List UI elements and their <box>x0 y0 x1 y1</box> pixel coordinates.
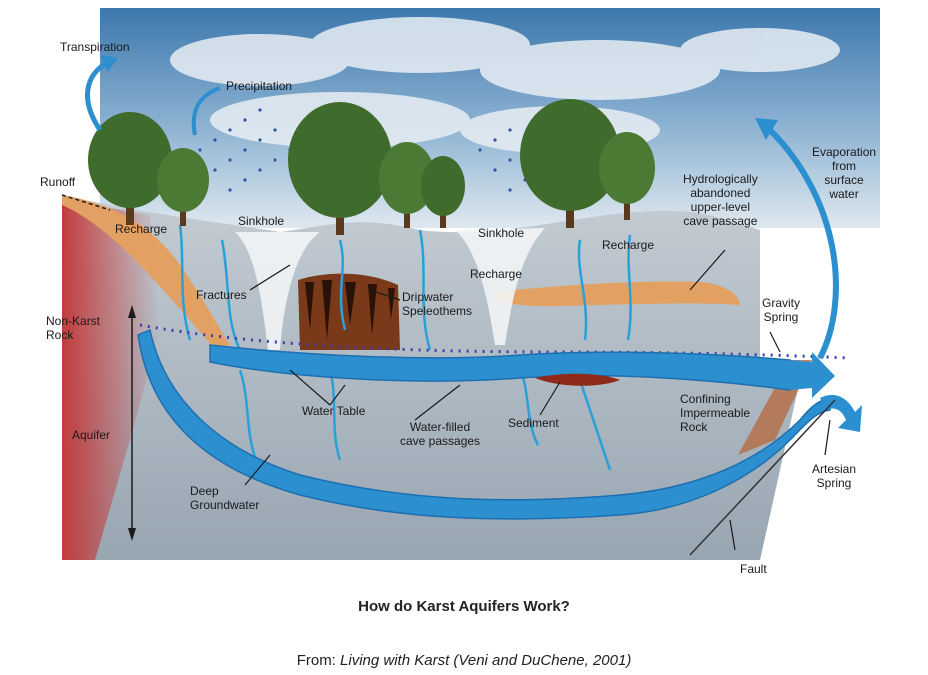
aquifer-arrow-head-bottom <box>128 528 136 541</box>
water-table-line <box>139 323 851 360</box>
trees <box>88 99 655 235</box>
label-sediment: Sediment <box>508 416 559 430</box>
label-transpiration: Transpiration <box>60 40 130 54</box>
non-karst-rock-zone <box>62 200 160 560</box>
tree-icon <box>599 132 655 220</box>
runoff-line <box>61 194 111 211</box>
gravity-spring-outlet <box>790 352 835 398</box>
label-gravity-spring: Gravity Spring <box>762 296 801 324</box>
diagram-illustration <box>61 8 880 560</box>
tree-icon <box>288 102 392 235</box>
label-non-karst-rock: Non-Karst Rock <box>46 314 101 342</box>
figure-caption-credit: From: Living with Karst (Veni and DuChen… <box>0 652 928 669</box>
label-sinkhole-1: Sinkhole <box>238 214 285 228</box>
label-aquifer: Aquifer <box>72 428 111 442</box>
label-artesian-spring: Artesian Spring <box>812 462 857 490</box>
tree-icon <box>88 112 172 225</box>
evaporation-arrow <box>767 127 839 360</box>
tree-icon <box>520 99 620 228</box>
label-recharge-1: Recharge <box>115 222 168 236</box>
aquifer-arrow-head-top <box>128 305 136 318</box>
speleothems <box>305 280 395 340</box>
label-fractures: Fractures <box>196 288 247 302</box>
sinkhole-left <box>235 232 320 350</box>
artesian-spring-outlet <box>820 394 862 432</box>
label-dripwater-speleothems: Dripwater Speleothems <box>402 290 473 318</box>
evaporation-arrow-head <box>755 118 778 140</box>
karst-aquifer-diagram: Transpiration Precipitation Runoff Recha… <box>40 8 880 576</box>
label-deep-groundwater: Deep Groundwater <box>190 484 260 512</box>
label-hydrologically-abandoned: Hydrologically abandoned upper-level cav… <box>683 172 758 228</box>
label-sinkhole-2: Sinkhole <box>478 226 525 240</box>
transpiration-arrow <box>85 59 110 132</box>
label-recharge-2: Recharge <box>470 267 523 281</box>
sinkhole-right <box>455 228 545 345</box>
label-water-table: Water Table <box>302 404 366 418</box>
abandoned-passage <box>495 281 740 307</box>
label-confining-impermeable-rock: Confining Impermeable Rock <box>680 392 751 434</box>
deep-groundwater-passage <box>137 328 831 520</box>
label-fault: Fault <box>740 562 767 576</box>
precipitation-arrow <box>191 86 221 136</box>
fault-line <box>689 399 836 556</box>
label-evaporation: Evaporation from surface water <box>812 145 877 201</box>
figure-caption-title: How do Karst Aquifers Work? <box>358 598 570 615</box>
credit-source: Living with Karst (Veni and DuChene, 200… <box>340 652 632 669</box>
transpiration-arrow-head <box>100 55 118 72</box>
tree-icon <box>421 156 465 228</box>
label-recharge-3: Recharge <box>602 238 655 252</box>
credit-prefix: From: <box>296 652 341 669</box>
tree-icon <box>157 148 209 226</box>
label-runoff: Runoff <box>40 175 76 189</box>
label-precipitation: Precipitation <box>226 79 293 93</box>
sediment-deposit <box>535 373 620 386</box>
label-water-filled-cave-passages: Water-filled cave passages <box>400 420 481 448</box>
tree-icon <box>379 142 435 228</box>
runoff-soil <box>62 195 230 348</box>
leader-lines <box>244 249 831 551</box>
